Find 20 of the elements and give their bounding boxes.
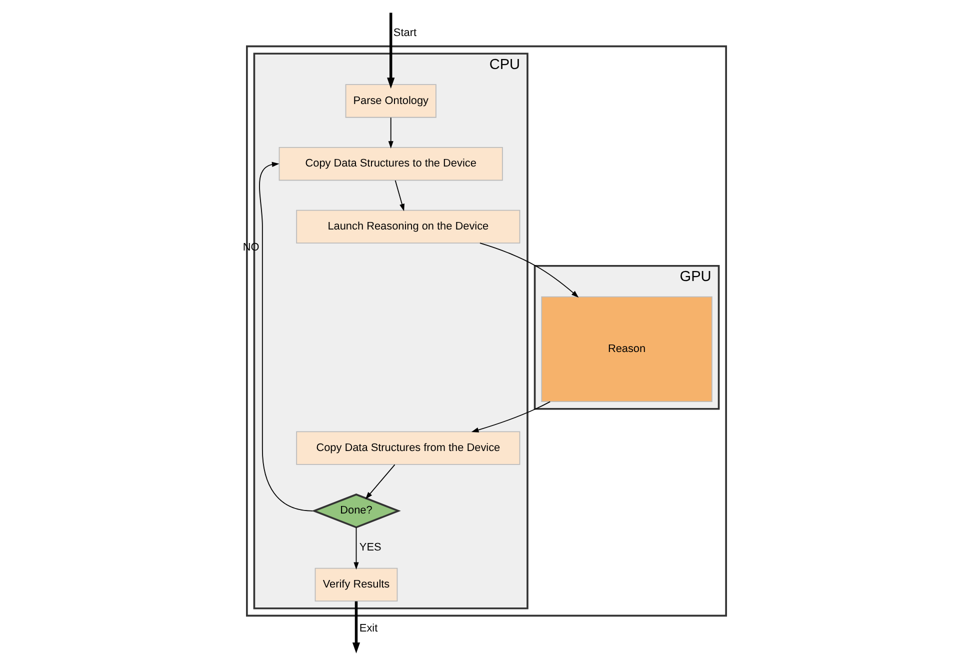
node-diamond: Done? xyxy=(311,494,400,528)
edge-label: Start xyxy=(392,26,416,39)
cluster xyxy=(246,45,726,617)
arrow xyxy=(386,12,394,89)
node-box: Copy Data Structures from the Device xyxy=(296,431,520,465)
edge-label: Exit xyxy=(358,622,378,635)
node-box: Reason xyxy=(540,296,712,402)
arrow xyxy=(478,242,578,298)
node-box: Launch Reasoning on the Device xyxy=(296,210,520,244)
arrow xyxy=(394,180,404,212)
arrow xyxy=(470,401,550,432)
node-box: Parse Ontology xyxy=(344,84,436,118)
arrow xyxy=(364,464,395,500)
arrow xyxy=(258,162,312,512)
arrow xyxy=(352,601,360,654)
node-box: Verify Results xyxy=(314,568,398,602)
node-box: Copy Data Structures to the Device xyxy=(278,147,502,181)
arrow xyxy=(353,526,358,570)
edge-label: YES xyxy=(358,542,381,554)
arrow xyxy=(388,117,393,148)
